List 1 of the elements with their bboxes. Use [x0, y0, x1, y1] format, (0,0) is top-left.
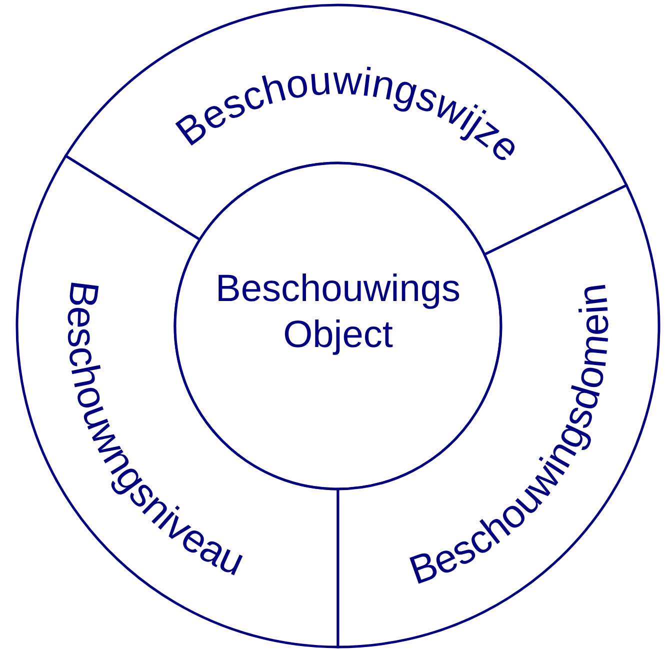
ring-segment — [64, 4, 628, 256]
